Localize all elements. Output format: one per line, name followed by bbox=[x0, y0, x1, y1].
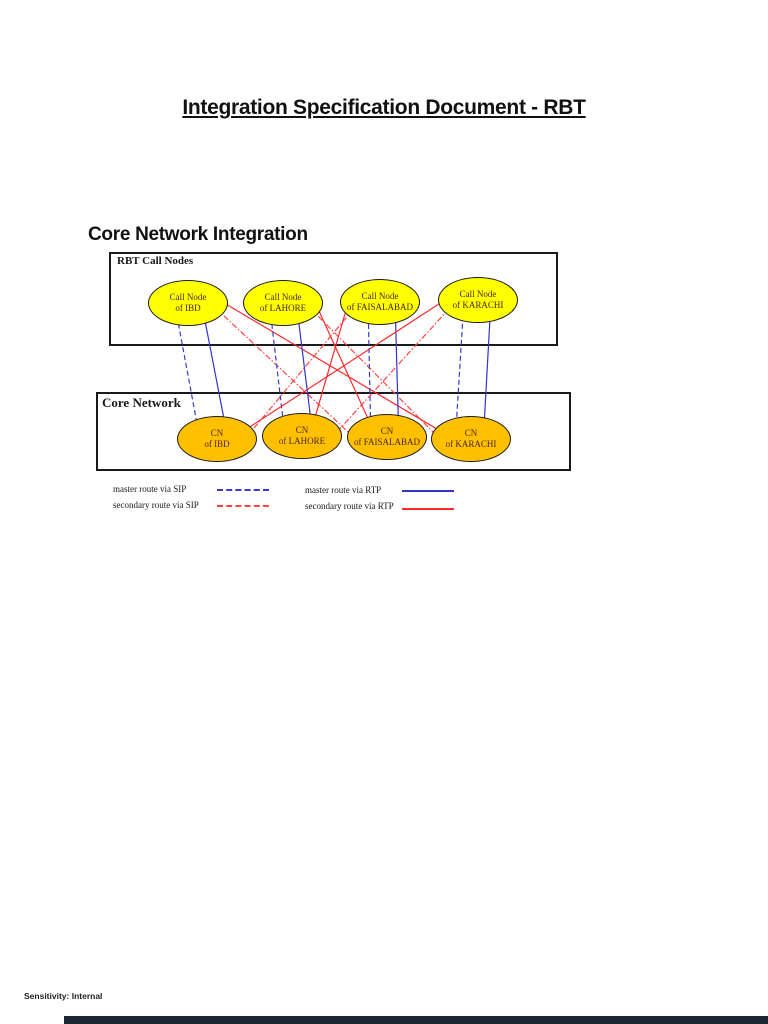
core-network-box-label: Core Network bbox=[102, 395, 181, 410]
page-bottom-bar bbox=[64, 1016, 768, 1024]
node-label: CN bbox=[464, 427, 478, 438]
node-label: CN bbox=[210, 427, 224, 438]
node-label: of IBD bbox=[204, 439, 230, 449]
legend-swatch-master-sip bbox=[217, 489, 269, 491]
route-line-secondary_sip bbox=[239, 299, 362, 446]
node-cn-faisalabad: CN of FAISALABAD bbox=[347, 414, 427, 460]
node-call-node-ibd: Call Node of IBD bbox=[148, 280, 228, 326]
node-label: of KARACHI bbox=[445, 439, 497, 449]
section-heading: Core Network Integration bbox=[88, 224, 308, 245]
node-label: Call Node bbox=[361, 290, 399, 301]
node-label: Call Node bbox=[264, 291, 302, 302]
node-label: of LAHORE bbox=[259, 303, 307, 313]
legend-swatch-master-rtp bbox=[402, 490, 454, 492]
legend-swatch-secondary-rtp bbox=[402, 508, 454, 510]
node-call-node-faisalabad: Call Node of FAISALABAD bbox=[340, 279, 420, 325]
node-label: Call Node bbox=[169, 291, 207, 302]
legend-label-master-sip: master route via SIP bbox=[113, 484, 187, 494]
route-line-secondary_sip bbox=[206, 299, 363, 446]
core-network-box bbox=[96, 392, 571, 471]
node-label: CN bbox=[380, 425, 394, 436]
legend-swatch-secondary-sip bbox=[217, 505, 269, 507]
route-line-secondary_rtp bbox=[221, 299, 446, 446]
node-label: of IBD bbox=[175, 303, 201, 313]
node-call-node-lahore: Call Node of LAHORE bbox=[243, 280, 323, 326]
node-label: of KARACHI bbox=[452, 300, 504, 310]
node-cn-lahore: CN of LAHORE bbox=[262, 413, 342, 459]
route-line-secondary_rtp bbox=[218, 299, 465, 446]
rbt-call-nodes-box-label: RBT Call Nodes bbox=[117, 255, 194, 267]
route-line-secondary_sip bbox=[301, 299, 447, 446]
document-title: Integration Specification Document - RBT bbox=[182, 96, 586, 119]
node-label: of FAISALABAD bbox=[353, 437, 421, 447]
sensitivity-label: Sensitivity: Internal bbox=[24, 991, 103, 1001]
route-line-secondary_sip bbox=[324, 299, 458, 446]
node-label: of LAHORE bbox=[278, 436, 326, 446]
node-label: CN bbox=[295, 424, 309, 435]
rbt-call-nodes-box bbox=[109, 252, 558, 346]
legend-label-master-rtp: master route via RTP bbox=[305, 485, 382, 495]
legend-label-secondary-rtp: secondary route via RTP bbox=[305, 501, 394, 511]
node-cn-ibd: CN of IBD bbox=[177, 416, 257, 462]
node-label: of FAISALABAD bbox=[346, 302, 414, 312]
node-call-node-karachi: Call Node of KARACHI bbox=[438, 277, 518, 323]
legend-label-secondary-sip: secondary route via SIP bbox=[113, 500, 199, 510]
node-cn-karachi: CN of KARACHI bbox=[431, 416, 511, 462]
node-label: Call Node bbox=[459, 288, 497, 299]
